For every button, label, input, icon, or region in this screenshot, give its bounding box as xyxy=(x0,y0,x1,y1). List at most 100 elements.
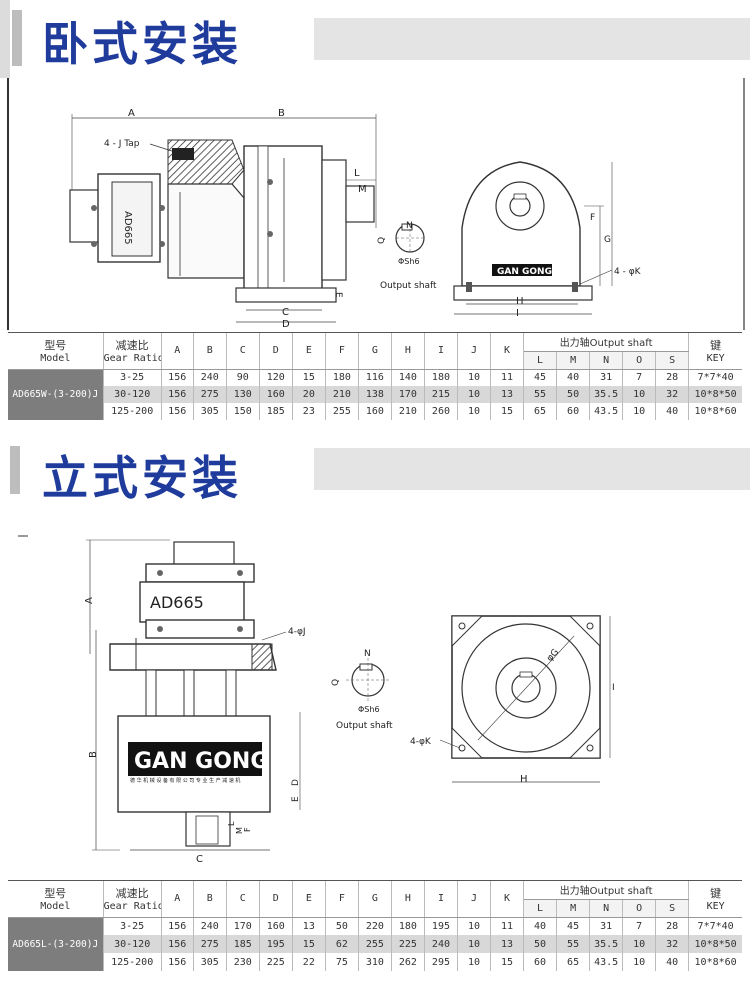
dim-label-i: I xyxy=(516,308,519,319)
value-cell: 90 xyxy=(226,369,260,386)
value-cell: 220 xyxy=(358,917,392,935)
dim-label-i: I xyxy=(612,683,615,693)
dim-label-m: M xyxy=(235,827,244,834)
table-row: AD665W-(3-200)J 3-25 156 240 90 120 15 1… xyxy=(8,369,742,420)
table-divider xyxy=(8,880,742,881)
value-cell: 160 xyxy=(259,386,293,403)
output-cell: 55 xyxy=(556,935,591,953)
output-cell: 40 xyxy=(655,403,690,420)
output-cell: 65 xyxy=(523,403,558,420)
housing-section-hatch xyxy=(167,139,245,185)
sh6-label: ΦSh6 xyxy=(398,257,420,266)
header-output-col: L xyxy=(523,351,558,370)
value-cell: 15 xyxy=(292,935,326,953)
hole-k-label: 4-φK xyxy=(410,737,432,747)
header-output-col: O xyxy=(622,899,657,918)
table-row: 30-120 156 275 130 160 20 210 138 170 21… xyxy=(8,386,742,403)
header-col: F xyxy=(325,333,359,370)
model-plate-label: AD665 xyxy=(122,211,133,245)
value-cell: 275 xyxy=(193,386,227,403)
value-cell: 150 xyxy=(226,403,260,420)
output-cell: 31 xyxy=(589,369,624,386)
value-cell: 10 xyxy=(457,386,492,403)
section-title-horizontal: 卧式安装 xyxy=(42,17,242,71)
output-cell: 35.5 xyxy=(589,935,624,953)
ratio-cell: 125-200 xyxy=(103,403,162,420)
output-cell: 50 xyxy=(523,935,558,953)
output-cell: 10 xyxy=(622,403,657,420)
table-row: 125-200 156 305 230 225 22 75 310 262 29… xyxy=(8,953,742,971)
value-cell: 240 xyxy=(193,369,227,386)
ratio-cell: 3-25 xyxy=(103,917,162,935)
output-cell: 10 xyxy=(622,386,657,403)
key-cell: 10*8*60 xyxy=(688,953,742,971)
value-cell: 75 xyxy=(325,953,359,971)
output-cell: 40 xyxy=(523,917,558,935)
header-output-col: M xyxy=(556,351,591,370)
header-col: B xyxy=(193,333,227,370)
dim-label-a: A xyxy=(84,597,95,604)
key-cell: 7*7*40 xyxy=(688,917,742,935)
value-cell: 13 xyxy=(490,935,525,953)
mounting-flange xyxy=(109,643,277,671)
output-shaft-caption: Output shaft xyxy=(336,721,393,731)
hole-k-label: 4 - φK xyxy=(614,267,642,277)
value-cell: 10 xyxy=(457,935,492,953)
dim-label-n: N xyxy=(364,649,371,659)
value-cell: 140 xyxy=(391,369,425,386)
value-cell: 295 xyxy=(424,953,458,971)
header-col: B xyxy=(193,881,227,918)
output-cell: 43.5 xyxy=(589,403,624,420)
table-row: AD665L-(3-200)J 3-25 156 240 170 160 13 … xyxy=(8,917,742,971)
dim-label-f: F xyxy=(590,213,595,223)
value-cell: 23 xyxy=(292,403,326,420)
header-output-col: N xyxy=(589,899,624,918)
horizontal-mount-drawing: A B AD665 4 - J Tap L M xyxy=(0,78,750,330)
value-cell: 185 xyxy=(226,935,260,953)
dim-label-d: D xyxy=(282,319,290,330)
ratio-cell: 3-25 xyxy=(103,369,162,386)
output-cell: 28 xyxy=(655,917,690,935)
value-cell: 10 xyxy=(457,953,492,971)
section-title-vertical: 立式安装 xyxy=(42,451,242,505)
value-cell: 15 xyxy=(490,403,525,420)
sh6-label: ΦSh6 xyxy=(358,705,380,714)
value-cell: 210 xyxy=(391,403,425,420)
value-cell: 62 xyxy=(325,935,359,953)
value-cell: 215 xyxy=(424,386,458,403)
table-divider xyxy=(8,332,742,333)
value-cell: 225 xyxy=(259,953,293,971)
value-cell: 170 xyxy=(391,386,425,403)
brand-subtitle: 德 华 机 械 设 备 有 限 公 司 专 业 生 产 减 速 机 xyxy=(130,777,240,784)
value-cell: 180 xyxy=(325,369,359,386)
housing-lower xyxy=(167,183,245,279)
header-accent-bar xyxy=(10,446,20,494)
brand-plate xyxy=(492,264,552,276)
value-cell: 255 xyxy=(358,935,392,953)
output-cell: 65 xyxy=(556,953,591,971)
model-cell: AD665W-(3-200)J xyxy=(8,369,104,420)
tap-label: 4 - J Tap xyxy=(104,139,140,149)
header-col: C xyxy=(226,881,260,918)
output-cell: 32 xyxy=(655,386,690,403)
brand-plate-text: GAN GONG xyxy=(134,749,268,774)
dim-label-q: Q xyxy=(377,237,387,244)
dim-label-l: L xyxy=(227,821,236,826)
adapter-body xyxy=(139,581,245,623)
value-cell: 156 xyxy=(161,386,194,403)
ratio-cell: 125-200 xyxy=(103,953,162,971)
value-cell: 305 xyxy=(193,953,227,971)
dim-label-e: E xyxy=(291,796,301,802)
value-cell: 20 xyxy=(292,386,326,403)
output-shaft-side xyxy=(345,185,375,223)
value-cell: 50 xyxy=(325,917,359,935)
value-cell: 10 xyxy=(457,403,492,420)
header-col: J xyxy=(457,333,492,370)
output-cell: 28 xyxy=(655,369,690,386)
dim-label-h: H xyxy=(516,296,524,307)
output-cell: 60 xyxy=(556,403,591,420)
value-cell: 22 xyxy=(292,953,326,971)
value-cell: 13 xyxy=(490,386,525,403)
header-col: H xyxy=(391,881,425,918)
